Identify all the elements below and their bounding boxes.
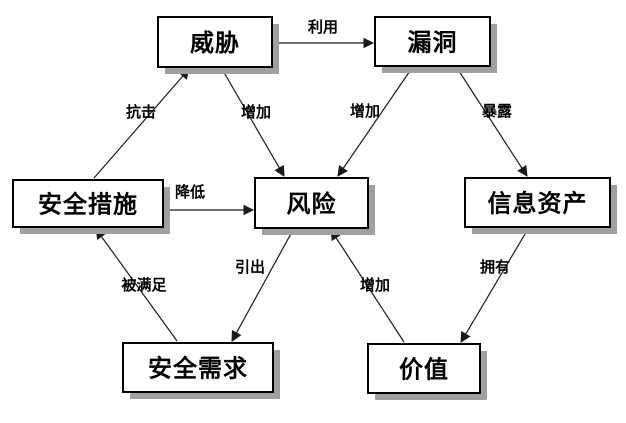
edge-own-label: 拥有 <box>480 258 510 276</box>
edge-resist-label: 抗击 <box>126 103 156 121</box>
edge-increase-from-value-arrow <box>330 229 405 343</box>
edge-increase-from-vulnerability-label: 增加 <box>350 102 380 120</box>
edge-reduce-label: 降低 <box>175 183 205 201</box>
node-security-requirements-box <box>122 342 274 393</box>
edge-exploit-label: 利用 <box>308 18 338 36</box>
node-vulnerability: 漏洞 <box>374 16 497 73</box>
node-value-label: 价值 <box>399 356 449 384</box>
node-risk: 风险 <box>254 177 375 235</box>
node-value: 价值 <box>367 343 487 400</box>
edge-be-satisfied-label: 被满足 <box>121 276 167 294</box>
node-information-assets: 信息资产 <box>464 177 617 234</box>
node-vulnerability-box <box>374 16 491 67</box>
edge-increase-from-threat-arrow <box>221 68 285 177</box>
node-threat: 威胁 <box>157 16 279 74</box>
node-security-measures-label: 安全措施 <box>38 191 138 219</box>
node-vulnerability-label: 漏洞 <box>408 29 458 57</box>
edge-derive-arrow <box>231 229 294 342</box>
node-security-requirements: 安全需求 <box>122 342 280 399</box>
edge-derive-label: 引出 <box>235 258 265 276</box>
node-value-box <box>367 343 481 394</box>
node-risk-box <box>254 177 369 229</box>
edge-increase-from-threat-label: 增加 <box>241 103 271 121</box>
edge-resist-arrow <box>93 68 190 179</box>
edge-increase-from-value-label: 增加 <box>360 276 390 294</box>
edge-be-satisfied-arrow <box>95 228 178 342</box>
edge-own-arrow <box>460 228 529 343</box>
node-threat-label: 威胁 <box>190 29 240 57</box>
node-risk-label: 风险 <box>287 190 337 218</box>
node-security-measures: 安全措施 <box>12 179 170 234</box>
edge-expose-label: 暴露 <box>482 102 513 120</box>
node-information-assets-box <box>464 177 611 228</box>
node-security-measures-box <box>12 179 164 228</box>
edge-expose-arrow <box>456 67 528 177</box>
node-information-assets-label: 信息资产 <box>488 190 588 218</box>
edge-increase-from-vulnerability-arrow <box>337 67 413 177</box>
node-security-requirements-label: 安全需求 <box>148 355 248 383</box>
node-threat-box <box>157 16 273 68</box>
